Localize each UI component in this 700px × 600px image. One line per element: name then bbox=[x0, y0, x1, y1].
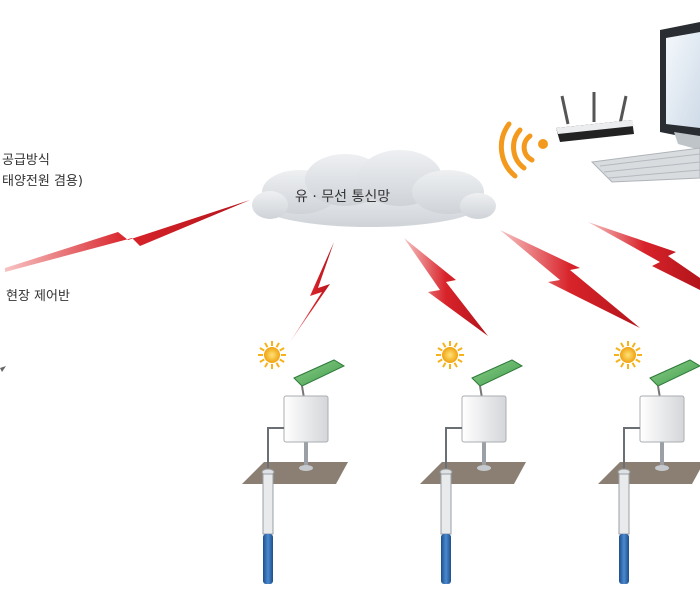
solar-panel-icon bbox=[293, 359, 346, 387]
monitor-icon bbox=[660, 22, 700, 150]
well-pipe-icon bbox=[262, 473, 274, 535]
solar-panel-icon bbox=[649, 359, 700, 387]
station-2 bbox=[420, 341, 526, 584]
water-column bbox=[619, 534, 629, 584]
sensor-box-icon bbox=[639, 395, 685, 443]
mast bbox=[304, 438, 308, 468]
lightning-bolt-icon bbox=[500, 230, 640, 328]
lightning-bolt-icon bbox=[290, 242, 334, 342]
lightning-bolt-icon bbox=[5, 200, 250, 272]
sensor-cable bbox=[267, 427, 284, 470]
supply-label-line2: 태양전원 겸용) bbox=[2, 174, 83, 189]
sensor-cable bbox=[623, 427, 640, 470]
sensor-cable bbox=[445, 427, 462, 470]
wifi-icon bbox=[498, 121, 548, 179]
keyboard-icon bbox=[590, 147, 700, 183]
sensor-box-icon bbox=[461, 395, 507, 443]
partial-icon bbox=[0, 366, 6, 372]
well-pipe-icon bbox=[440, 473, 452, 535]
sun-icon bbox=[258, 341, 286, 369]
network-label: 유 · 무선 통신망 bbox=[295, 189, 390, 205]
stations-group bbox=[242, 341, 700, 584]
ground-plate bbox=[598, 462, 700, 484]
well-pipe-icon bbox=[618, 473, 630, 535]
router-icon bbox=[556, 92, 634, 142]
station-1 bbox=[242, 341, 348, 584]
lightning-bolt-icon bbox=[404, 238, 488, 336]
sun-icon bbox=[436, 341, 464, 369]
water-column bbox=[441, 534, 451, 584]
sensor-box-icon bbox=[283, 395, 329, 443]
mast bbox=[482, 438, 486, 468]
field-control-label: 현장 제어반 bbox=[6, 289, 70, 304]
ground-plate bbox=[242, 462, 348, 484]
mast-base bbox=[655, 465, 669, 471]
mast bbox=[660, 438, 664, 468]
ground-plate bbox=[420, 462, 526, 484]
supply-label-line1: 공급방식 bbox=[2, 153, 50, 168]
cloud-icon bbox=[252, 150, 496, 227]
solar-panel-icon bbox=[471, 359, 524, 387]
station-3 bbox=[598, 341, 700, 584]
lightning-bolt-icon bbox=[588, 222, 700, 290]
sun-icon bbox=[614, 341, 642, 369]
mast-base bbox=[477, 465, 491, 471]
mast-base bbox=[299, 465, 313, 471]
water-column bbox=[263, 534, 273, 584]
